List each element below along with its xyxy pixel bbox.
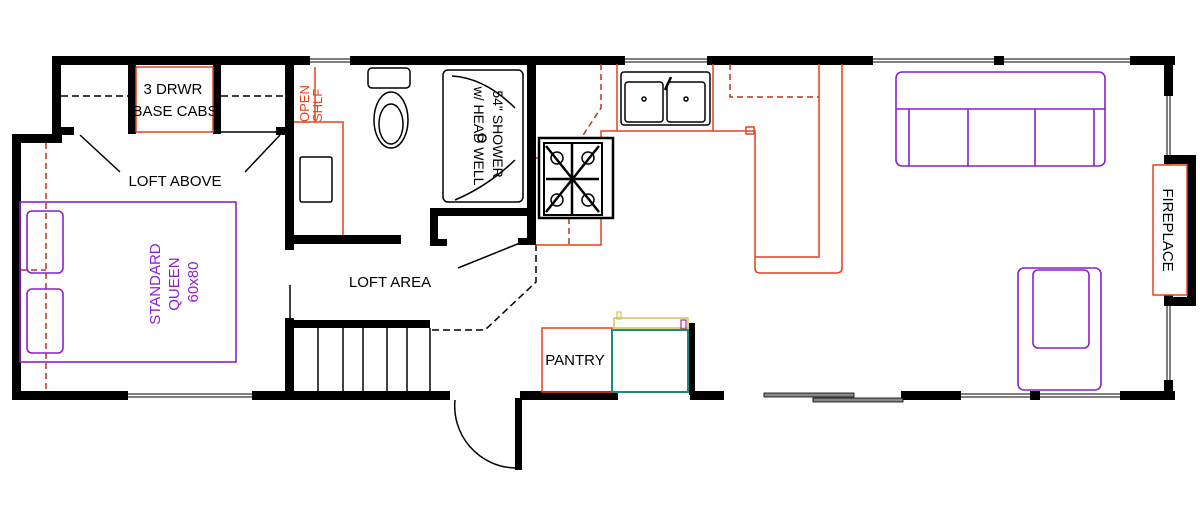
closet bbox=[21, 66, 285, 392]
bed-label: STANDARD QUEEN 60x80 bbox=[147, 239, 202, 325]
refrigerator bbox=[611, 329, 689, 393]
shower-label: 54" SHOWER w/ HEAD WELL bbox=[471, 86, 506, 186]
sliding-door bbox=[763, 392, 904, 403]
windows bbox=[128, 58, 1171, 398]
pantry-label: PANTRY bbox=[545, 352, 604, 369]
armchair bbox=[1017, 267, 1102, 391]
range bbox=[537, 136, 615, 220]
base-cabs-label: 3 DRWR BASE CABS bbox=[132, 81, 217, 120]
fireplace-label: FIREPLACE bbox=[1159, 188, 1176, 271]
loft-area bbox=[289, 239, 537, 331]
queen-bed bbox=[19, 201, 237, 363]
sink bbox=[620, 71, 711, 126]
bathroom bbox=[294, 67, 524, 235]
loft-area-label: LOFT AREA bbox=[349, 274, 431, 291]
stairs bbox=[317, 328, 431, 392]
sofa bbox=[895, 71, 1106, 167]
open-shelf-label: OPEN SHLF bbox=[297, 82, 325, 122]
entry-door bbox=[453, 398, 522, 470]
loft-above-label: LOFT ABOVE bbox=[128, 173, 221, 190]
shower bbox=[442, 69, 524, 203]
interior-walls bbox=[60, 64, 695, 398]
fireplace bbox=[1152, 164, 1188, 296]
kitchen bbox=[536, 64, 843, 393]
